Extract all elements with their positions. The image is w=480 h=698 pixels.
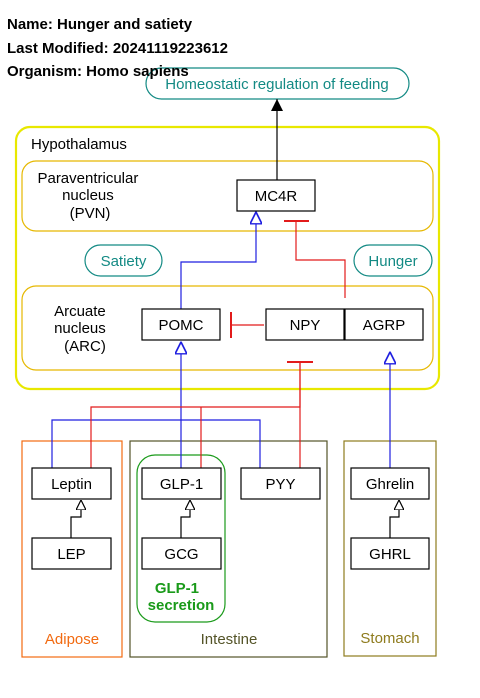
svg-text:GLP-1: GLP-1	[160, 476, 203, 493]
svg-text:Ghrelin: Ghrelin	[366, 476, 414, 493]
svg-text:Satiety: Satiety	[101, 253, 147, 270]
node-gcg[interactable]: GCG	[141, 537, 222, 570]
intestine-label: Intestine	[201, 631, 258, 648]
node-mc4r[interactable]: MC4R	[236, 179, 316, 212]
svg-text:GHRL: GHRL	[369, 546, 411, 563]
satiety-label[interactable]: Satiety	[84, 244, 163, 277]
node-ghrelin[interactable]: Ghrelin	[350, 467, 430, 500]
activation-edges	[51, 212, 390, 468]
leptin-pyy-to-pomc-line	[51, 419, 261, 468]
last-modified: Last Modified: 20241119223612	[7, 39, 228, 57]
pathway-name: Name: Hunger and satiety	[7, 16, 193, 33]
pathway-node-label: Homeostatic regulation of feeding	[165, 76, 388, 93]
intestine-region	[129, 440, 328, 658]
pvn-label: Paraventricular nucleus (PVN)	[37, 170, 142, 222]
node-leptin[interactable]: Leptin	[31, 467, 112, 500]
inhibition-edges	[90, 220, 346, 468]
glp1-secretion-label: GLP-1 secretion	[148, 580, 215, 614]
node-pyy[interactable]: PYY	[240, 467, 321, 500]
hypothalamus-region	[14, 125, 441, 391]
agrp-inhibits-mc4r	[295, 221, 346, 298]
node-agrp[interactable]: AGRP	[344, 308, 424, 341]
pathway-node-feeding-regulation[interactable]: Homeostatic regulation of feeding	[145, 67, 410, 100]
lep-to-leptin-arrow	[70, 500, 81, 538]
ghrl-to-ghrelin-arrow	[389, 500, 399, 538]
node-glp1[interactable]: GLP-1	[141, 467, 222, 500]
stomach-label: Stomach	[360, 630, 419, 647]
hunger-label[interactable]: Hunger	[353, 244, 433, 277]
hypothalamus-label: Hypothalamus	[31, 136, 127, 153]
svg-text:POMC: POMC	[159, 317, 204, 334]
arc-region	[21, 285, 434, 371]
organism: Organism: Homo sapiens	[7, 63, 189, 80]
pomc-to-mc4r-arrow	[180, 212, 256, 309]
svg-text:LEP: LEP	[57, 546, 85, 563]
gcg-to-glp1-arrow	[180, 500, 190, 538]
svg-text:MC4R: MC4R	[255, 188, 298, 205]
svg-text:Hunger: Hunger	[368, 253, 417, 270]
svg-text:NPY: NPY	[290, 317, 321, 334]
pathway-metadata: Name: Hunger and satiety Last Modified: …	[7, 13, 228, 84]
pvn-region	[21, 160, 434, 232]
node-ghrl[interactable]: GHRL	[350, 537, 430, 570]
translation-edges	[70, 500, 399, 538]
svg-text:AGRP: AGRP	[363, 317, 406, 334]
node-pomc[interactable]: POMC	[141, 308, 221, 341]
svg-text:GCG: GCG	[164, 546, 198, 563]
adipose-region	[21, 440, 123, 658]
arc-label: Arcuate nucleus (ARC)	[54, 303, 110, 355]
svg-text:Leptin: Leptin	[51, 476, 92, 493]
svg-text:PYY: PYY	[265, 476, 295, 493]
node-lep[interactable]: LEP	[31, 537, 112, 570]
node-npy[interactable]: NPY	[265, 308, 345, 341]
adipose-label: Adipose	[45, 631, 99, 648]
